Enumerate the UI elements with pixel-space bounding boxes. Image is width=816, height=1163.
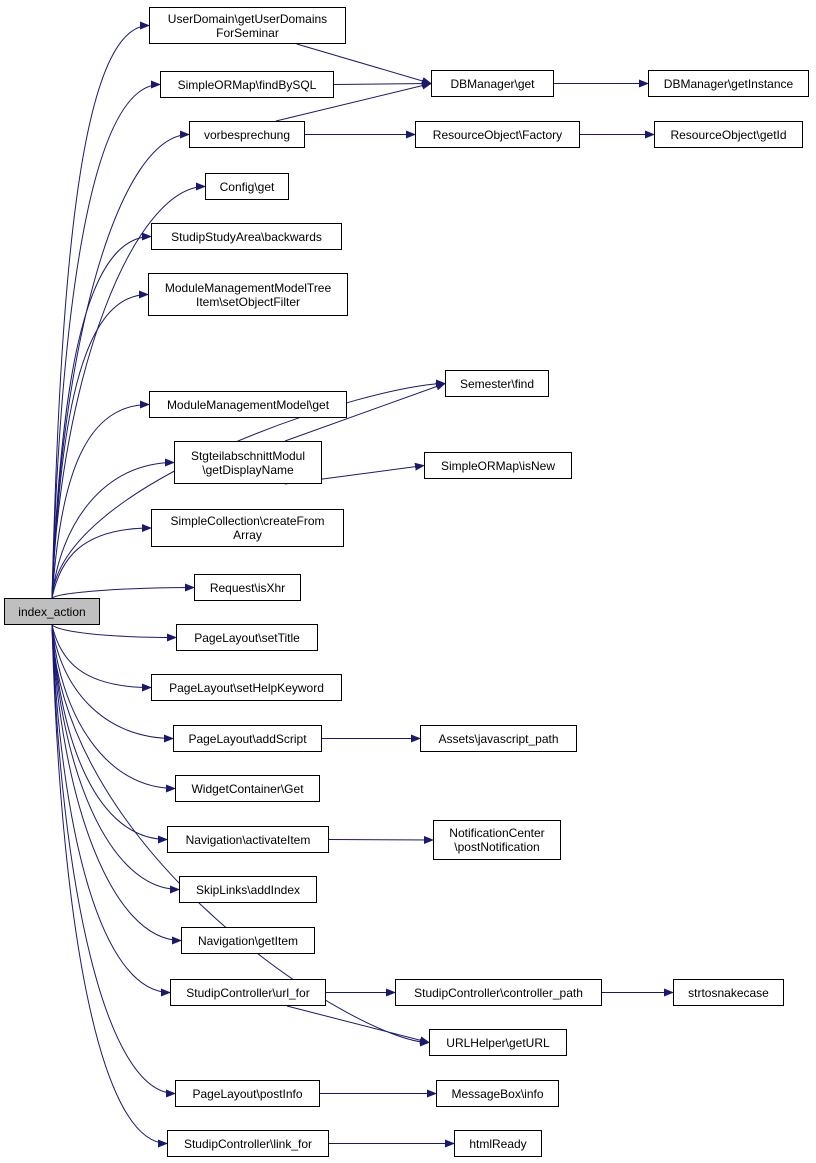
edge-index_action-to-getdisplayname <box>51 458 175 599</box>
node-htmlready[interactable]: htmlReady <box>454 1130 542 1157</box>
edge-index_action-to-createfromarray <box>51 524 152 599</box>
node-getitem[interactable]: Navigation\getItem <box>181 927 315 954</box>
node-getid[interactable]: ResourceObject\getId <box>654 121 803 148</box>
node-vorbesprechung[interactable]: vorbesprechung <box>189 121 305 148</box>
node-javascript-path[interactable]: Assets\javascript_path <box>420 725 577 752</box>
node-addscript[interactable]: PageLayout\addScript <box>173 725 322 752</box>
node-link-for[interactable]: StudipController\link_for <box>167 1130 329 1157</box>
edge-index_action-to-addscript <box>51 624 174 743</box>
edge-index_action-to-link_for <box>51 624 168 1148</box>
edge-index_action-to-widgetget <box>51 624 176 793</box>
node-postinfo[interactable]: PageLayout\postInfo <box>175 1080 320 1107</box>
node-getinstance[interactable]: DBManager\getInstance <box>648 70 809 97</box>
edge-index_action-to-findbysql <box>51 80 161 599</box>
edge-getdisplayname-to-semesterfind <box>284 382 446 442</box>
edge-index_action-to-userdomain <box>51 21 150 599</box>
node-messageinfo[interactable]: MessageBox\info <box>436 1080 559 1107</box>
edge-index_action-to-postinfo <box>51 624 176 1098</box>
node-configget[interactable]: Config\get <box>205 173 289 200</box>
node-controller-path[interactable]: StudipController\controller_path <box>395 979 602 1006</box>
edge-userdomain-to-dbget <box>296 43 432 85</box>
node-createfromarray[interactable]: SimpleCollection\createFrom Array <box>151 509 344 547</box>
edge-activateitem-to-postnotification <box>328 835 434 844</box>
node-url-for[interactable]: StudipController\url_for <box>170 979 326 1006</box>
node-findbysql[interactable]: SimpleORMap\findBySQL <box>160 71 334 98</box>
node-rofactory[interactable]: ResourceObject\Factory <box>415 121 580 148</box>
node-dbget[interactable]: DBManager\get <box>431 70 554 97</box>
node-activateitem[interactable]: Navigation\activateItem <box>167 826 329 853</box>
edge-index_action-to-isxhr <box>51 583 195 599</box>
edge-index_action-to-url_for <box>51 624 171 997</box>
node-index-action[interactable]: index_action <box>4 598 100 625</box>
node-semesterfind[interactable]: Semester\find <box>445 370 549 397</box>
edge-index_action-to-settitle <box>51 624 177 642</box>
node-addindex[interactable]: SkipLinks\addIndex <box>179 876 317 903</box>
node-isnew[interactable]: SimpleORMap\isNew <box>424 452 572 479</box>
node-isxhr[interactable]: Request\isXhr <box>194 574 301 601</box>
node-modulemgmtget[interactable]: ModuleManagementModel\get <box>149 391 347 418</box>
node-getdisplayname[interactable]: StgteilabschnittModul \getDisplayName <box>174 441 322 484</box>
node-strtosnakecase[interactable]: strtosnakecase <box>673 979 784 1006</box>
edge-index_action-to-addindex <box>51 624 180 894</box>
node-settitle[interactable]: PageLayout\setTitle <box>176 624 318 651</box>
edge-index_action-to-configget <box>51 182 206 599</box>
edge-findbysql-to-dbget <box>333 79 432 88</box>
node-setobjectfilter[interactable]: ModuleManagementModelTree Item\setObject… <box>148 273 348 316</box>
node-sethelpkeyword[interactable]: PageLayout\setHelpKeyword <box>151 674 342 701</box>
edge-index_action-to-sethelpkeyword <box>51 624 152 692</box>
edge-vorbesprechung-to-dbget <box>275 81 432 122</box>
edge-index_action-to-backwards <box>51 232 152 599</box>
node-backwards[interactable]: StudipStudyArea\backwards <box>151 223 342 250</box>
edge-index_action-to-modulemgmtget <box>51 400 150 599</box>
edge-index_action-to-getitem <box>51 624 182 945</box>
node-postnotification[interactable]: NotificationCenter \postNotification <box>433 820 561 860</box>
edge-url_for-to-geturl <box>286 1005 430 1045</box>
edge-index_action-to-activateitem <box>51 624 168 844</box>
node-geturl[interactable]: URLHelper\getURL <box>429 1029 567 1056</box>
node-userdomain[interactable]: UserDomain\getUserDomains ForSeminar <box>149 7 346 44</box>
edge-index_action-to-setobjectfilter <box>51 290 149 599</box>
node-widgetget[interactable]: WidgetContainer\Get <box>175 775 320 802</box>
